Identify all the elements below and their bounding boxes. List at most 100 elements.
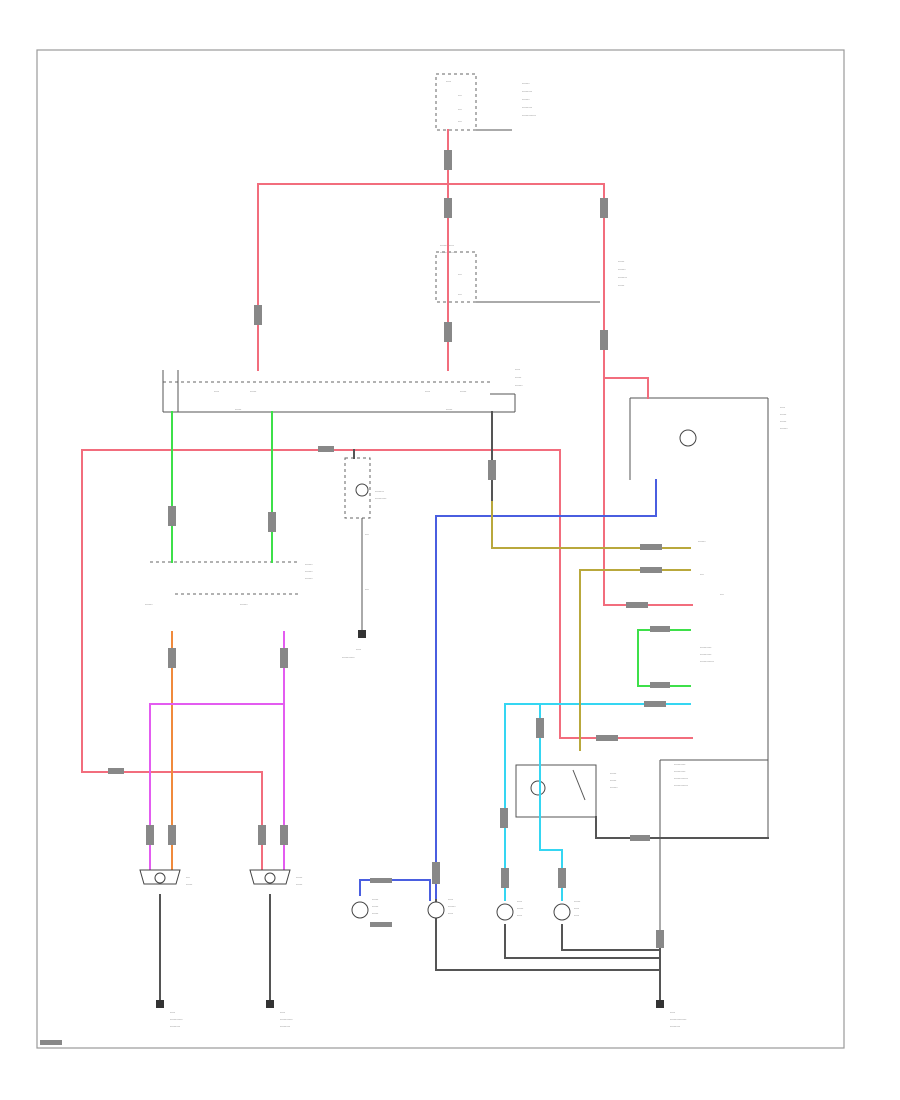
svg-text:------: ------ bbox=[305, 562, 313, 566]
wire-olive-a bbox=[491, 411, 691, 549]
svg-text:-----------: ----------- bbox=[674, 776, 689, 780]
drl-module: ---- ----- ----- ------ ------ --- --- -… bbox=[629, 397, 788, 940]
svg-text:---: --- bbox=[365, 587, 370, 591]
svg-text:-----: ----- bbox=[574, 899, 581, 903]
svg-text:---: --- bbox=[458, 292, 463, 296]
grounds: ---- ---------- -------- ---- ----------… bbox=[156, 1000, 687, 1028]
svg-text:-----: ----- bbox=[372, 897, 379, 901]
bulb-icon bbox=[427, 901, 445, 919]
svg-text:--------: -------- bbox=[170, 1024, 181, 1028]
svg-text:-----: ----- bbox=[372, 911, 379, 915]
svg-text:---: --- bbox=[186, 875, 191, 879]
svg-text:---: --- bbox=[458, 93, 463, 97]
svg-text:-----: ----- bbox=[517, 906, 524, 910]
svg-text:----: ---- bbox=[515, 367, 521, 371]
parking-lamp-relay: ----- ----- ------ bbox=[515, 764, 618, 818]
dimmer-switch: ------ ------ ------ ------ ------ bbox=[145, 561, 313, 606]
svg-text:--------: -------- bbox=[280, 1024, 291, 1028]
svg-text:----------: ---------- bbox=[170, 1017, 183, 1021]
svg-text:-----: ----- bbox=[610, 778, 617, 782]
wire-olive-b bbox=[579, 569, 691, 751]
svg-text:------: ------ bbox=[515, 383, 523, 387]
wire-blue-top bbox=[435, 479, 657, 901]
svg-text:-----: ----- bbox=[250, 389, 257, 393]
svg-text:---: --- bbox=[365, 532, 370, 536]
svg-text:------: ------ bbox=[145, 602, 153, 606]
svg-text:-------------: ------------- bbox=[670, 1017, 687, 1021]
svg-text:-----: ----- bbox=[296, 875, 303, 879]
wire-red-loop bbox=[81, 449, 355, 871]
svg-text:----------: ---------- bbox=[280, 1017, 293, 1021]
svg-text:-----: ----- bbox=[515, 375, 522, 379]
svg-text:---: --- bbox=[458, 272, 463, 276]
svg-text:----: ---- bbox=[670, 1010, 676, 1014]
svg-text:------: ------ bbox=[305, 569, 313, 573]
svg-text:-----: ----- bbox=[296, 882, 303, 886]
bulb-icon bbox=[496, 903, 514, 921]
svg-text:---------: --------- bbox=[700, 645, 712, 649]
svg-text:----: ---- bbox=[517, 913, 523, 917]
svg-text:----: ---- bbox=[448, 911, 454, 915]
wire-gray-lamps bbox=[504, 924, 661, 959]
wire-gray-bottom bbox=[435, 899, 661, 971]
wire-gray-relay bbox=[595, 816, 769, 839]
svg-text:-----: ----- bbox=[460, 389, 467, 393]
svg-text:----: ---- bbox=[356, 647, 362, 651]
svg-text:---------: --------- bbox=[674, 762, 686, 766]
svg-text:------: ------ bbox=[780, 426, 788, 430]
svg-text:---: --- bbox=[720, 592, 725, 596]
svg-text:---------: --------- bbox=[700, 652, 712, 656]
svg-text:------: ------ bbox=[305, 576, 313, 580]
wire-red-drl bbox=[353, 449, 693, 739]
svg-text:-----------: ----------- bbox=[700, 659, 715, 663]
ground-icon bbox=[656, 1000, 664, 1008]
svg-text:----------: ---------- bbox=[342, 655, 355, 659]
svg-text:------: ------ bbox=[522, 97, 530, 101]
svg-text:-----: ----- bbox=[235, 407, 242, 411]
svg-text:----: ---- bbox=[574, 906, 580, 910]
svg-text:----: ---- bbox=[780, 405, 786, 409]
wire-gray-lamps-2 bbox=[561, 924, 661, 951]
svg-text:---------: --------- bbox=[375, 496, 387, 500]
wire-green-module bbox=[637, 629, 691, 687]
svg-text:----: ---- bbox=[170, 1010, 176, 1014]
svg-text:-------: ------- bbox=[618, 275, 628, 279]
svg-text:---: --- bbox=[700, 572, 705, 576]
svg-text:-----------: ----------- bbox=[522, 113, 537, 117]
diode-column: ------- --------- --- --- ---- ---------… bbox=[342, 457, 387, 659]
fuse-box-top: ---- --- --- --- ------ -------- ------ … bbox=[435, 73, 537, 131]
svg-text:-----: ----- bbox=[618, 259, 625, 263]
bulb-icon bbox=[553, 903, 571, 921]
svg-text:-----: ----- bbox=[186, 882, 193, 886]
diagram-border bbox=[36, 49, 845, 1049]
svg-text:----: ---- bbox=[517, 899, 523, 903]
svg-text:--------: -------- bbox=[670, 1024, 681, 1028]
wire-red-left bbox=[257, 183, 449, 371]
wire-red-switch-feed bbox=[603, 301, 649, 399]
svg-text:----: ---- bbox=[448, 897, 454, 901]
wire-cyan-a bbox=[504, 703, 691, 901]
svg-text:--------: -------- bbox=[522, 89, 533, 93]
svg-text:--------: -------- bbox=[522, 105, 533, 109]
svg-text:------: ------ bbox=[698, 539, 706, 543]
svg-text:----: ---- bbox=[446, 79, 452, 83]
bulb-icon bbox=[351, 901, 369, 919]
svg-text:-----: ----- bbox=[618, 283, 625, 287]
svg-text:-----: ----- bbox=[610, 771, 617, 775]
ground-icon bbox=[156, 1000, 164, 1008]
wires bbox=[81, 129, 769, 1004]
svg-text:-----: ----- bbox=[780, 412, 787, 416]
svg-text:---------: --------- bbox=[674, 769, 686, 773]
svg-text:-----: ----- bbox=[372, 904, 379, 908]
lamp-group-bottom: ----- ----- ----- ---- ------ ---- ---- … bbox=[351, 897, 581, 921]
svg-text:----: ---- bbox=[425, 389, 431, 393]
svg-text:-----: ----- bbox=[446, 407, 453, 411]
wire-blue-lamp bbox=[359, 879, 431, 901]
svg-text:----: ---- bbox=[214, 389, 220, 393]
wire-labels bbox=[108, 150, 670, 948]
svg-text:---: --- bbox=[458, 119, 463, 123]
fuse-box-middle: ----------- ----------- --- --- ----- --… bbox=[435, 243, 628, 303]
svg-text:-------: ------- bbox=[375, 489, 385, 493]
svg-text:----: ---- bbox=[574, 913, 580, 917]
